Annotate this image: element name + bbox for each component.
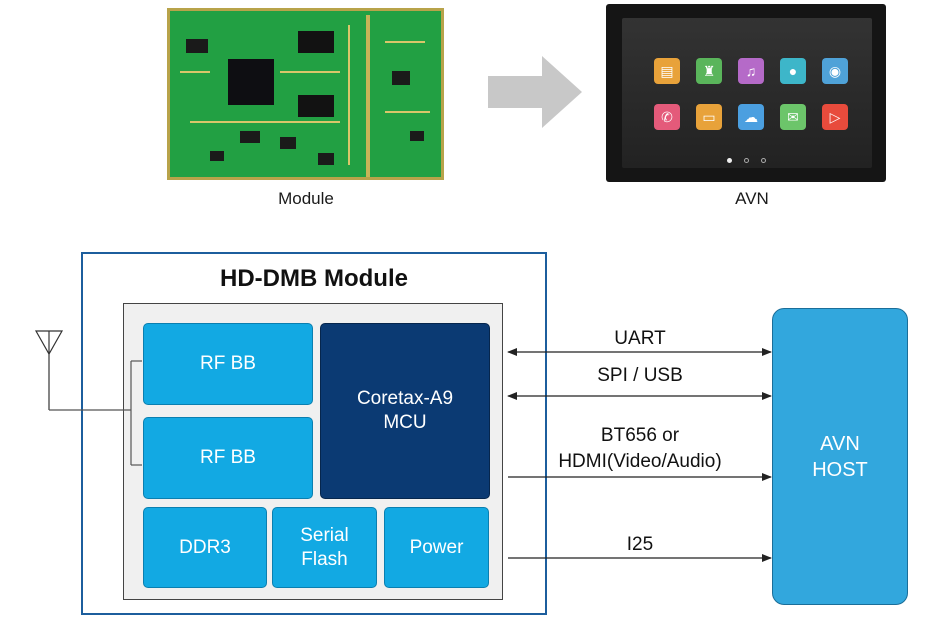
mcu-label-line1: Coretax-A9: [356, 388, 454, 409]
pcb-board-graphic: [170, 11, 441, 177]
bt656-label-line2: HDMI(Video/Audio): [558, 451, 722, 472]
avn-photo: ▤ ♜ ♫ ● ◉ ✆ ▭ ☁ ✉ ▷: [606, 4, 886, 182]
mail-app-icon: ✉: [780, 104, 806, 130]
page-dot: [761, 158, 766, 163]
uart-label: UART: [614, 328, 666, 349]
ddr3-block: DDR3: [143, 507, 267, 588]
host-label-line2: HOST: [812, 458, 868, 481]
rf-bb-label: RF BB: [200, 353, 256, 374]
power-block: Power: [384, 507, 489, 588]
rf-bb-block-2: RF BB: [143, 417, 313, 499]
radio-app-icon: ▤: [654, 58, 680, 84]
page-dot: [744, 158, 749, 163]
i2s-label: I25: [626, 534, 654, 555]
mcu-label-line2: MCU: [383, 412, 427, 433]
map-pin-app-icon: ◉: [822, 58, 848, 84]
right-arrow-icon: [488, 56, 582, 133]
rf-bb-block-1: RF BB: [143, 323, 313, 405]
avn-host-block: AVN HOST: [772, 308, 908, 605]
bt656-label-line1: BT656 or: [600, 425, 680, 446]
antenna-icon: [34, 330, 64, 410]
microphone-app-icon: ●: [780, 58, 806, 84]
module-title: HD-DMB Module: [220, 265, 408, 292]
weather-app-icon: ☁: [738, 104, 764, 130]
host-label-line1: AVN: [820, 432, 860, 455]
play-app-icon: ▷: [822, 104, 848, 130]
serial-flash-label-line2: Flash: [301, 548, 348, 570]
power-label: Power: [409, 536, 464, 558]
ddr3-label: DDR3: [179, 536, 231, 558]
module-board: RF BB RF BB Coretax-A9 MCU DDR3 Serial F…: [123, 303, 503, 600]
music-app-icon: ♫: [738, 58, 764, 84]
page-dot: [727, 158, 732, 163]
mcu-block: Coretax-A9 MCU: [320, 323, 490, 499]
serial-flash-block: Serial Flash: [272, 507, 377, 588]
module-caption: Module: [278, 189, 334, 208]
antenna-feed-line: [49, 360, 142, 466]
avn-caption: AVN: [735, 189, 769, 208]
module-photo: [167, 8, 444, 180]
rf-bb-label: RF BB: [200, 447, 256, 468]
serial-flash-label-line1: Serial: [300, 524, 349, 546]
phone-app-icon: ✆: [654, 104, 680, 130]
video-app-icon: ▭: [696, 104, 722, 130]
avn-display: ▤ ♜ ♫ ● ◉ ✆ ▭ ☁ ✉ ▷: [622, 18, 872, 168]
spi-usb-label: SPI / USB: [597, 365, 683, 386]
navigation-app-icon: ♜: [696, 58, 722, 84]
